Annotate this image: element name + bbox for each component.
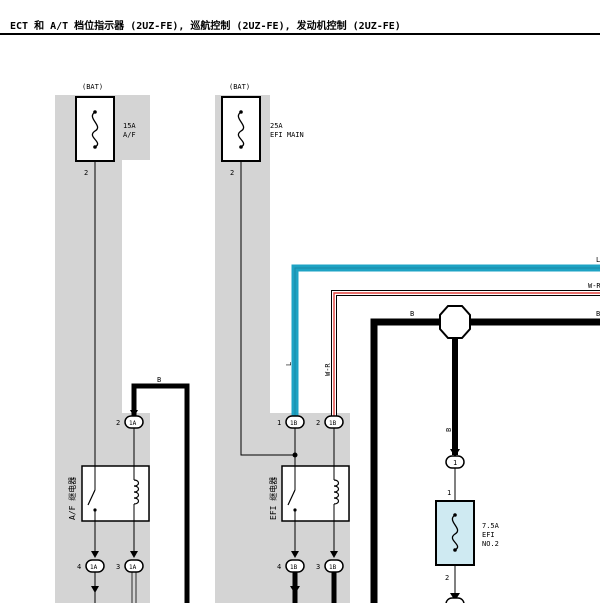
arrow-down-icon: [291, 551, 299, 558]
connector-oval: [124, 559, 144, 573]
junction-block-shading: [55, 95, 350, 603]
efi-no2-fuse-pin-bottom: 2: [445, 574, 449, 582]
l-wire-label: L: [285, 362, 293, 366]
efi-top-wr-connector-pin: 2: [316, 419, 320, 427]
wr-wire: W-R W-R: [324, 282, 600, 420]
efi-no2-fuse-rating: 7.5A: [482, 522, 500, 530]
arrow-down-icon: [450, 449, 460, 457]
efi-bottom-connectors: 1B 4 1B 3: [277, 521, 344, 603]
arrow-down-icon: [130, 551, 138, 558]
title-rule: [0, 33, 600, 35]
fuse-terminal: [93, 145, 97, 149]
af-fuse-box: [75, 96, 115, 162]
relay-switch-contact: [287, 489, 296, 506]
page-header: ECT 和 A/T 档位指示器 (2UZ-FE), 巡航控制 (2UZ-FE),…: [0, 0, 600, 36]
af-top-connector-id: 1A: [129, 420, 137, 427]
af-fuse: 15A A/F 2: [75, 96, 136, 177]
efi-main-fuse-rating: 25A: [270, 122, 283, 130]
efi-bottom-left-connector-id: 1B: [290, 564, 298, 571]
fuse-symbol-icon: [91, 111, 99, 148]
efi-main-fuse-name: EFI MAIN: [270, 131, 304, 139]
efi-no2-fuse-pin-top: 1: [447, 489, 451, 497]
connector-oval: [124, 415, 144, 429]
efi-bottom-right-connector-pin: 3: [316, 563, 320, 571]
relay-switch-contact: [87, 489, 96, 506]
right-edge-label-3: B: [596, 310, 600, 318]
arrow-down-icon: [130, 410, 138, 417]
efi-main-to-relay-wire: [240, 161, 295, 456]
af-shade: [55, 95, 150, 603]
fuse-terminal: [453, 548, 457, 552]
af-top-connector: 1A 2: [116, 410, 144, 466]
efi-no2-fuse-box: [435, 500, 475, 566]
fuse-terminal: [453, 513, 457, 517]
efi-top-l-connector-id: 1B: [290, 420, 298, 427]
efi-relay-label: EFI 继电器: [268, 477, 278, 520]
efi-main-fuse: 25A EFI MAIN 2: [221, 96, 304, 177]
efi-bottom-right-connector-id: 1B: [329, 564, 337, 571]
fuse-symbol-icon: [451, 514, 459, 551]
wr-wire-label: W-R: [324, 363, 332, 376]
b-top-wire-label: B: [410, 310, 414, 318]
wire-junction-dot: [292, 452, 298, 458]
fuse-terminal: [239, 110, 243, 114]
efi-shade: [215, 95, 350, 603]
efi-no2-fuse-name-2: NO.2: [482, 540, 499, 548]
right-edge-label-1: L: [596, 256, 600, 264]
af-relay-label: A/F 继电器: [67, 477, 77, 520]
b-vertical-wire-label: B: [445, 428, 453, 432]
page-title: ECT 和 A/T 档位指示器 (2UZ-FE), 巡航控制 (2UZ-FE),…: [10, 21, 401, 32]
arrow-down-icon: [450, 593, 460, 601]
af-b-wire-label: B: [157, 376, 161, 384]
efi-relay-box: [281, 465, 350, 522]
af-fuse-source: (BAT): [82, 83, 103, 91]
arrow-down-icon: [290, 586, 300, 594]
efi-top-connectors: 1B 1 1B 2: [277, 415, 344, 466]
efi2-top-connector-pin: 1: [453, 459, 457, 467]
af-relay-box: [81, 465, 150, 522]
af-fuse-pin: 2: [84, 169, 88, 177]
efi-top-wr-connector-id: 1B: [329, 420, 337, 427]
af-fuse-rating: 15A: [123, 122, 136, 130]
af-bottom-right-connector-id: 1A: [129, 564, 137, 571]
efi-no2-fuse-name-1: EFI: [482, 531, 495, 539]
efi-top-l-connector-pin: 1: [277, 419, 281, 427]
fuse-terminal: [93, 110, 97, 114]
relay-coil-icon: [333, 479, 340, 505]
thin-wires: [94, 161, 295, 466]
b-ground-wire: B B B: [370, 305, 600, 603]
l-wire: L L: [285, 256, 600, 420]
af-bottom-connectors: 1A 4 1A 3: [77, 521, 144, 603]
af-fuse-name: A/F: [123, 131, 136, 139]
splice-junction-icon: [439, 305, 471, 339]
efi-no2-section: 1 1 7.5A EFI NO.2 2: [435, 449, 500, 603]
efi-main-fuse-pin: 2: [230, 169, 234, 177]
relay-coil-icon: [133, 479, 140, 505]
af-bottom-left-connector-id: 1A: [90, 564, 98, 571]
af-relay: A/F 继电器: [67, 465, 150, 522]
af-bottom-right-connector-pin: 3: [116, 563, 120, 571]
efi-relay: EFI 继电器: [268, 465, 350, 522]
efi-main-fuse-source: (BAT): [229, 83, 250, 91]
arrow-down-icon: [91, 586, 99, 593]
efi-main-fuse-box: [221, 96, 261, 162]
fuse-terminal: [239, 145, 243, 149]
fuse-symbol-icon: [237, 111, 245, 148]
connector-oval: [445, 597, 465, 603]
arrow-down-icon: [330, 551, 338, 558]
arrow-down-icon: [91, 551, 99, 558]
af-top-connector-pin: 2: [116, 419, 120, 427]
right-edge-label-2: W-R: [588, 282, 600, 290]
af-bottom-left-connector-pin: 4: [77, 563, 81, 571]
efi-bottom-left-connector-pin: 4: [277, 563, 281, 571]
af-b-wire: B: [131, 376, 190, 603]
